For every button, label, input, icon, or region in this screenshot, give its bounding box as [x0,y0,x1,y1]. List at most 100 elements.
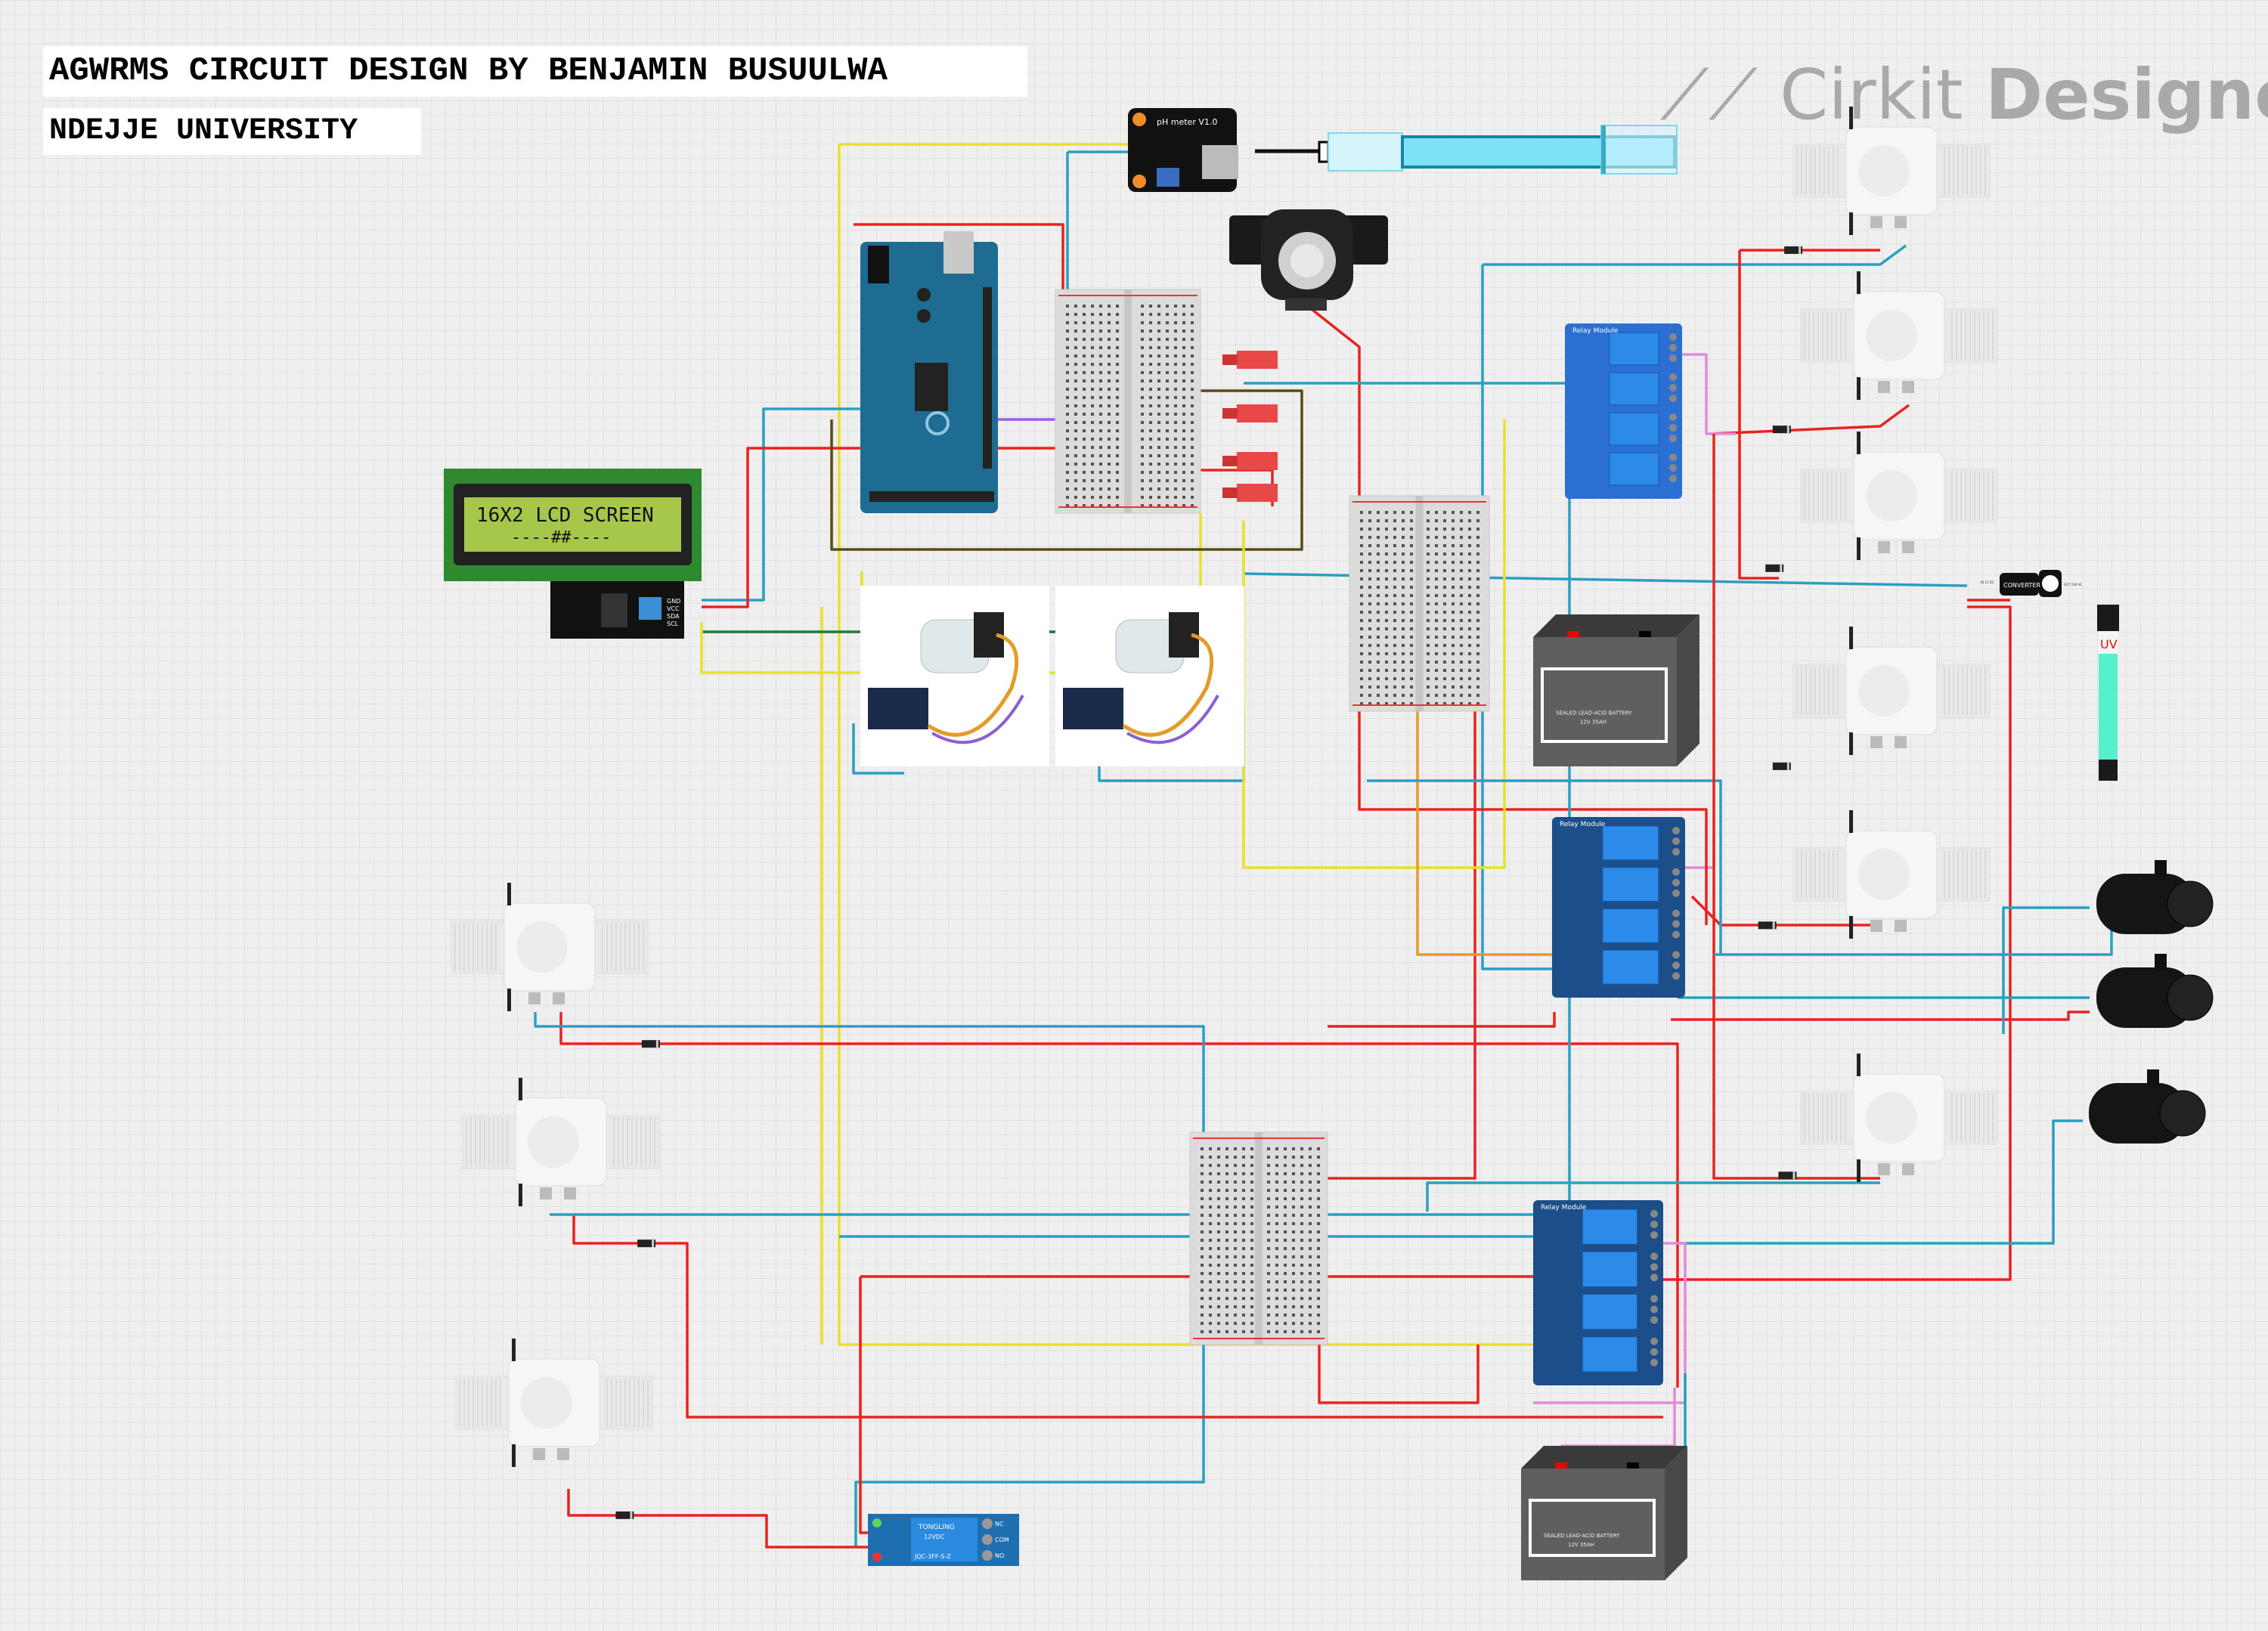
diode [637,1239,656,1248]
wire[interactable] [1663,605,2012,1281]
relay-model: JQC-3FF-S-Z [914,1553,951,1560]
pin-sda: SDA [667,613,680,620]
wire[interactable] [1367,779,1722,955]
pin-vcc: VCC [667,605,680,612]
breadboard[interactable] [1189,1131,1328,1345]
wire[interactable] [1678,353,1736,435]
solenoid-valve[interactable] [1792,810,1991,939]
dc-ac-converter[interactable]: CONVERTER IN 12 DC OUT 230 AC [1981,570,2082,597]
breadboards [1055,289,1490,1345]
wire[interactable] [1738,250,1779,580]
relay-brand: TONGLING [918,1524,955,1531]
logo-brand: Cirkit [1780,54,1963,135]
wire[interactable] [1481,265,1562,970]
relay-module-label: Relay Module [1541,1204,1587,1212]
converter-out-label: OUT 230 AC [2064,583,2082,586]
page-title: AGWRMS CIRCUIT DESIGN BY BENJAMIN BUSUUL… [43,46,1027,97]
wire[interactable] [1678,1119,2083,1245]
solenoid-valve[interactable] [1800,1054,1998,1182]
relay-pin-no: NO [995,1552,1004,1559]
relay-spec: 12VDC [924,1534,945,1540]
solenoid-valve[interactable] [451,883,649,1011]
wire[interactable] [567,1489,868,1549]
solenoid-valve[interactable] [462,1078,660,1206]
turbidity-sensor[interactable] [1055,586,1244,766]
diode [615,1511,634,1519]
wire[interactable] [1307,305,1708,925]
logo-product: Designer [1984,54,2268,135]
turbidity-sensors [860,586,1244,766]
dc-water-pump[interactable] [2096,860,2214,934]
wire[interactable] [1328,1012,1556,1028]
wire[interactable] [702,407,868,602]
relay-pin-com: COM [995,1537,1009,1543]
breadboard[interactable] [1349,495,1490,712]
wire[interactable] [1710,404,1910,435]
relay-module-label: Relay Module [1560,821,1606,828]
uv-label: UV [2100,637,2118,651]
ph-meter-module[interactable]: pH meter V1.0 [1128,108,1238,192]
uv-lamp[interactable]: UV [2097,605,2119,781]
wire[interactable] [572,1215,1663,1419]
solenoid-valve[interactable] [1800,432,1998,560]
dc-water-pump[interactable] [2096,954,2214,1028]
ph-meter-label: pH meter V1.0 [1157,117,1217,127]
wire[interactable] [1712,434,1880,1180]
converter-label: CONVERTER [2003,582,2040,589]
wire[interactable] [1533,1242,1687,1404]
ph-probe[interactable] [1255,125,1678,175]
solenoid-valves [451,107,1998,1467]
single-channel-relay[interactable]: TONGLING 12VDC JQC-3FF-S-Z NC COM NO [868,1514,1019,1566]
relay-module-4ch[interactable]: Relay Module [1552,817,1685,998]
wire[interactable] [1483,244,1907,266]
turbidity-sensor[interactable] [860,586,1049,766]
solenoid-valve[interactable] [1792,627,1991,755]
jst-connector[interactable] [1222,351,1278,369]
wire[interactable] [854,223,1064,304]
diode [1758,921,1777,930]
jst-connector[interactable] [1222,452,1278,470]
jst-connectors [1222,351,1278,502]
arduino-mega[interactable] [860,231,998,513]
pin-gnd: GND [667,598,680,605]
diodes [615,246,1803,1519]
wire[interactable] [1671,1010,2090,1021]
battery-rating: 12V 35AH [1568,1542,1594,1548]
jst-connector[interactable] [1222,484,1278,502]
i2c-lcd-adapter[interactable]: GND VCC SDA SCL [550,581,684,639]
wire[interactable] [1318,1142,1479,1404]
breadboard[interactable] [1055,289,1201,514]
wire[interactable] [534,1012,1205,1547]
lcd-16x2[interactable]: 16X2 LCD SCREEN ----##---- [444,469,702,581]
wire[interactable] [830,389,1303,551]
lcd-line-2: ----##---- [511,528,611,547]
water-pumps [2089,860,2214,1144]
jst-connector[interactable] [1222,404,1278,422]
page-subtitle: NDEJJE UNIVERSITY [43,108,421,155]
wire[interactable] [559,1012,1679,1388]
relay-module-4ch[interactable]: Relay Module [1533,1200,1663,1385]
water-flow-sensor[interactable] [1229,209,1388,311]
diode [1772,426,1791,434]
lcd-line-1: 16X2 LCD SCREEN [476,504,654,527]
solenoid-valve[interactable] [455,1339,653,1467]
wire[interactable] [1426,1181,1880,1212]
wire[interactable] [2002,906,2090,1034]
cirkit-designer-logo: ⟋⟋ Cirkit Designer [1660,54,2268,137]
relay-module-4ch[interactable]: Relay Module [1565,323,1682,499]
dc-water-pump[interactable] [2089,1069,2206,1144]
solenoid-valve[interactable] [1800,271,1998,400]
logo-icon: ⟋⟋ [1660,54,1780,135]
relay-pin-nc: NC [995,1521,1004,1527]
wire[interactable] [859,1277,882,1534]
diode [1772,762,1791,770]
solenoid-valve[interactable] [1792,107,1991,235]
diode [641,1040,660,1048]
wire[interactable] [852,723,904,775]
